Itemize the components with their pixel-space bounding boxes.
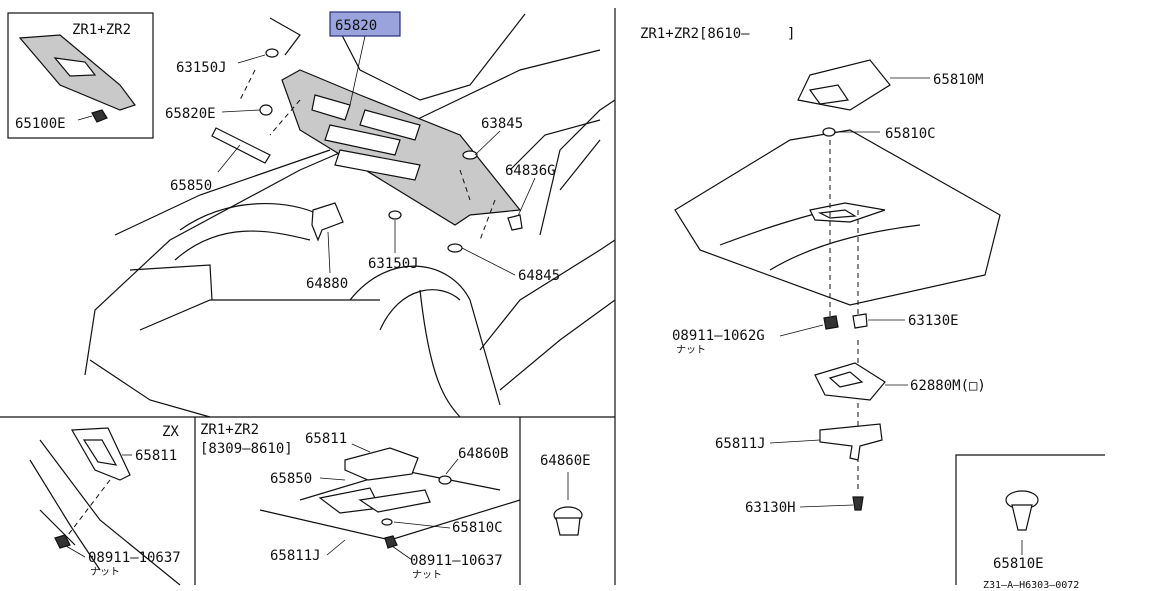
garnish-65811-zx[interactable] [70, 427, 131, 481]
clip-65810E[interactable] [1005, 490, 1039, 531]
right-panel-illustration [674, 59, 1039, 531]
car-body-illustration [84, 11, 616, 418]
hood-insulator-65820[interactable] [281, 69, 522, 226]
console-box-65810M[interactable] [797, 59, 891, 111]
right-panel-leaders [769, 77, 1023, 555]
part-label-65811J-right: 65811J [715, 436, 766, 452]
garnish-65811-mid[interactable] [344, 447, 419, 481]
part-label-65850-mid: 65850 [270, 471, 312, 487]
part-label-64845: 64845 [518, 268, 560, 284]
part-label-63130H: 63130H [745, 500, 796, 516]
part-label-62880M: 62880M(□) [910, 378, 986, 394]
part-label-64860E: 64860E [540, 453, 591, 469]
right-section-header: ZR1+ZR2[8610— [640, 26, 750, 42]
part-label-64836G: 64836G [505, 163, 556, 179]
part-label-64860B: 64860B [458, 446, 509, 462]
nut-note-3: ナット [412, 569, 442, 581]
part-label-65810C-mid: 65810C [452, 520, 503, 536]
highlighted-part-65820[interactable]: 65820 [329, 11, 401, 37]
inset-top-left [7, 12, 154, 139]
nut-note-1: ナット [676, 344, 706, 356]
part-label-63130E: 63130E [908, 313, 959, 329]
nut-note-2: ナット [90, 566, 120, 578]
zr-mid-section-header: ZR1+ZR2 [200, 422, 259, 438]
diagram-code: Z31—A—H6303—0072 [983, 580, 1079, 591]
part-label-65811J-mid: 65811J [270, 548, 321, 564]
zr-mid-panel-illustration [259, 443, 521, 561]
zx-panel-illustration [29, 427, 181, 586]
part-label-63150J-top: 63150J [176, 60, 227, 76]
part-label-65811-mid: 65811 [305, 431, 347, 447]
part-label-65810M: 65810M [933, 72, 984, 88]
part-labels: ZR1+ZR2 65100E 63150J 65820E 65850 63845… [15, 22, 1079, 591]
part-label-65810C-right: 65810C [885, 126, 936, 142]
part-label-65820: 65820 [335, 18, 377, 34]
part-label-65811-zx: 65811 [135, 448, 177, 464]
part-label-65100E: 65100E [15, 116, 66, 132]
bracket-62880M[interactable] [814, 362, 886, 401]
zx-section-header: ZX [162, 424, 179, 440]
part-label-63845: 63845 [481, 116, 523, 132]
part-label-08911-10637-left: 08911—10637 [88, 550, 181, 566]
panel-dividers [0, 8, 1105, 585]
part-label-08911-10637-mid: 08911—10637 [410, 553, 503, 569]
clip-64860E[interactable] [553, 472, 583, 536]
zr-mid-section-range: [8309—8610] [200, 441, 293, 457]
main-view-leaders [217, 35, 536, 276]
part-label-64880: 64880 [306, 276, 348, 292]
part-label-08911-1062G: 08911—1062G [672, 328, 765, 344]
right-section-bracket: ] [787, 26, 795, 42]
part-label-63150J-bottom: 63150J [368, 256, 419, 272]
part-label-65850: 65850 [170, 178, 212, 194]
part-label-65820E: 65820E [165, 106, 216, 122]
bracket-65811J[interactable] [819, 423, 883, 461]
part-label-65810E: 65810E [993, 556, 1044, 572]
inset-header-zr: ZR1+ZR2 [72, 22, 131, 38]
